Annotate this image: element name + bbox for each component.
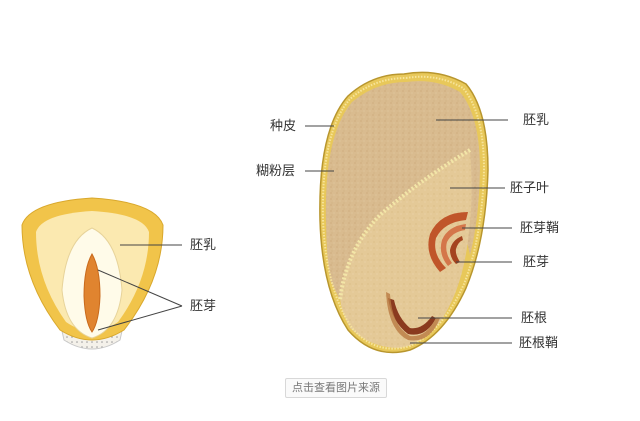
- plumule-shape: [450, 236, 463, 264]
- coleoptile-inner: [440, 224, 466, 266]
- large-seed: [319, 71, 489, 354]
- label-aleurone-layer: 糊粉层: [256, 164, 296, 179]
- small-seed-embryo-core: [83, 252, 101, 333]
- label-small-embryo: 胚芽: [190, 299, 217, 314]
- scutellum-boundary: [338, 148, 472, 301]
- label-plumule: 胚芽: [523, 255, 550, 270]
- coleoptile-shape: [428, 212, 468, 272]
- leader-small-embryo-a: [97, 269, 183, 307]
- label-small-endosperm: 胚乳: [190, 238, 217, 253]
- leader-small-embryo-b: [97, 305, 183, 331]
- label-coleoptile: 胚芽鞘: [520, 221, 560, 236]
- label-cotyledon: 胚子叶: [510, 181, 550, 196]
- coat-inner-ring: [321, 75, 486, 350]
- label-radicle: 胚根: [521, 311, 548, 326]
- label-seed-coat: 种皮: [270, 119, 297, 134]
- embryo-region: [340, 150, 472, 348]
- label-endosperm: 胚乳: [523, 113, 550, 128]
- small-seed: [21, 197, 164, 350]
- image-source-link[interactable]: 点击查看图片来源: [285, 378, 387, 398]
- endosperm-region: [325, 81, 480, 300]
- radicle-shape: [388, 298, 436, 335]
- label-coleorhiza: 胚根鞘: [519, 336, 559, 351]
- coleorhiza-shape: [386, 292, 440, 341]
- leader-lines: [97, 119, 512, 344]
